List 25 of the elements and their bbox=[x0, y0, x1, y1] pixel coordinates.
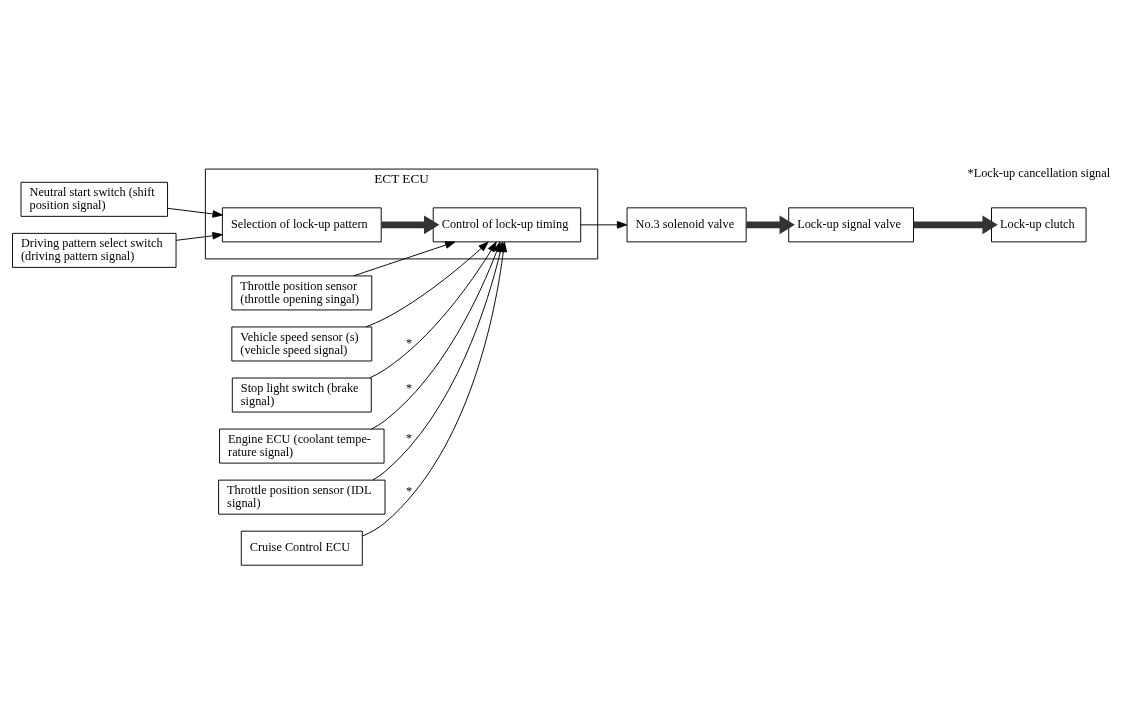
arrow bbox=[913, 214, 998, 234]
node-box: Cruise Control ECU bbox=[240, 530, 363, 566]
node-box: No.3 solenoid valve bbox=[626, 206, 747, 242]
node-box: Stop light switch (brake signal) bbox=[231, 377, 372, 413]
arrow bbox=[175, 231, 223, 241]
node-box: Engine ECU (coolant tempe- rature signal) bbox=[219, 428, 385, 464]
node-box: Driving pattern select switch (driving pattern signal) bbox=[12, 232, 177, 268]
edge-label: * bbox=[406, 380, 413, 395]
arrow bbox=[167, 207, 223, 218]
node-box: Selection of lock-up pattern bbox=[221, 206, 382, 242]
edge-label: * bbox=[406, 483, 413, 498]
label: *Lock-up cancellation signal bbox=[967, 165, 1111, 180]
edge-label: * bbox=[406, 335, 413, 350]
node-box: Throttle position sensor (throttle opening singal) bbox=[231, 274, 373, 310]
node-box: Neutral start switch (shift position signal) bbox=[20, 181, 169, 217]
node-box: Vehicle speed sensor (s) (vehicle speed signal) bbox=[231, 326, 373, 361]
node-box: Control of lock-up timing bbox=[432, 206, 582, 242]
arrow bbox=[381, 214, 440, 234]
arrow bbox=[365, 241, 489, 327]
node-box: Lock-up clutch bbox=[991, 206, 1087, 242]
edge-label: * bbox=[406, 430, 413, 445]
arrow bbox=[369, 241, 497, 378]
node-box: Throttle position sensor (IDL signal) bbox=[218, 479, 386, 515]
arrow bbox=[580, 220, 628, 229]
node-box: Lock-up signal valve bbox=[788, 206, 914, 242]
